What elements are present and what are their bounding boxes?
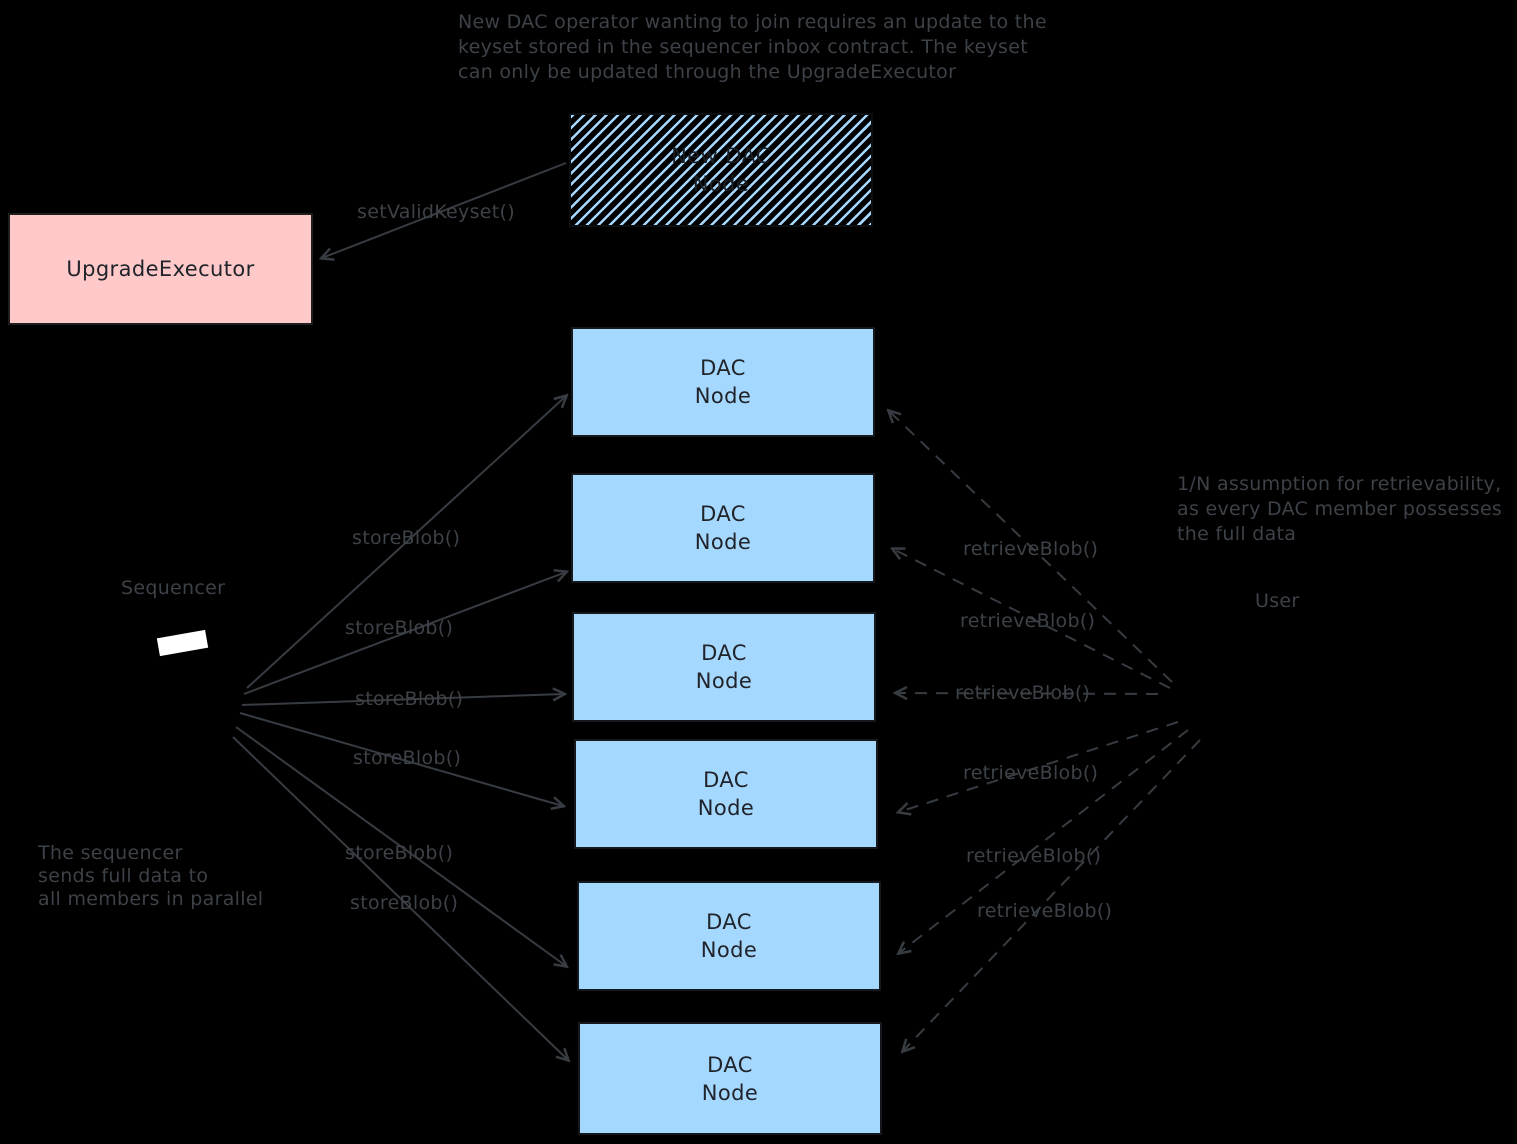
new-dac-node-label-line1: New DAC (671, 144, 771, 168)
store-blob-arrow-4 (239, 712, 563, 806)
retrieve-blob-arrow-1 (889, 411, 1173, 683)
store-blob-label-6: storeBlob() (350, 892, 459, 914)
store-blob-label-2: storeBlob() (345, 617, 454, 639)
store-blob-arrow-6 (232, 736, 568, 1060)
dac-node-box-4: DAC Node (574, 739, 878, 849)
upgrade-executor-box: UpgradeExecutor (8, 213, 313, 325)
dac-node-box-5: DAC Node (577, 881, 881, 991)
retrieve-blob-arrow-6 (903, 739, 1201, 1051)
store-blob-arrow-3 (241, 694, 564, 706)
dac-node-2-label-line2: Node (694, 530, 752, 554)
dac-node-6-label-line2: Node (701, 1080, 759, 1105)
set-valid-keyset-arrow (322, 162, 567, 258)
top-note-line-2: keyset stored in the sequencer inbox con… (458, 36, 1028, 58)
store-blob-label-3: storeBlob() (355, 688, 464, 710)
retrieve-blob-label-2: retrieveBlob() (960, 610, 1096, 632)
right-note-line-2: as every DAC member possesses (1177, 498, 1503, 520)
sequencer-label: Sequencer (121, 577, 226, 599)
bottom-note-line-3: all members in parallel (38, 888, 264, 910)
retrieve-blob-label-1: retrieveBlob() (963, 538, 1099, 560)
store-blob-label-1: storeBlob() (352, 527, 461, 549)
upgrade-executor-label: UpgradeExecutor (66, 257, 255, 281)
new-dac-node-box: New DAC Node (569, 113, 873, 227)
store-blob-label-4: storeBlob() (353, 747, 462, 769)
user-label: User (1255, 590, 1300, 612)
top-note-line-3: can only be updated through the UpgradeE… (458, 61, 957, 83)
dac-node-2-label-line1: DAC (700, 502, 746, 526)
retrieve-blob-label-5: retrieveBlob() (966, 845, 1102, 867)
right-note-line-3: the full data (1177, 523, 1297, 545)
retrieve-blob-arrow-3 (896, 693, 1159, 694)
dac-node-6-label-line1: DAC (707, 1052, 753, 1077)
dac-node-box-6: DAC Node (578, 1022, 882, 1135)
dac-node-box-3: DAC Node (572, 612, 876, 722)
store-blob-arrow-5 (235, 726, 566, 966)
dac-node-5-label-line1: DAC (706, 910, 752, 934)
dac-node-1-label-line2: Node (694, 384, 752, 408)
retrieve-blob-label-3: retrieveBlob() (955, 682, 1091, 704)
retrieve-blob-label-6: retrieveBlob() (977, 900, 1113, 922)
store-blob-arrow-2 (243, 572, 566, 695)
bottom-note-line-1: The sequencer (38, 842, 183, 864)
new-dac-node-label-line2: Node (692, 172, 750, 196)
dac-node-3-label-line1: DAC (701, 641, 747, 665)
retrieve-blob-arrow-5 (899, 729, 1189, 953)
set-valid-keyset-label: setValidKeyset() (357, 201, 515, 223)
dac-node-1-label-line1: DAC (700, 356, 746, 380)
dac-node-box-1: DAC Node (571, 327, 875, 437)
top-note-line-1: New DAC operator wanting to join require… (458, 11, 1047, 33)
store-blob-label-5: storeBlob() (345, 842, 454, 864)
dac-node-3-label-line2: Node (695, 669, 753, 693)
store-blob-arrow-1 (246, 396, 566, 689)
dac-node-4-label-line1: DAC (703, 768, 749, 792)
dac-node-box-2: DAC Node (571, 473, 875, 583)
retrieve-blob-arrow-2 (893, 549, 1171, 689)
retrieve-blob-label-4: retrieveBlob() (963, 762, 1099, 784)
dac-node-5-label-line2: Node (700, 938, 758, 962)
bottom-note-line-2: sends full data to (38, 865, 209, 887)
retrieve-blob-arrow-4 (899, 721, 1179, 812)
right-note-line-1: 1/N assumption for retrievability, (1177, 473, 1502, 495)
dac-node-4-label-line2: Node (697, 796, 755, 820)
